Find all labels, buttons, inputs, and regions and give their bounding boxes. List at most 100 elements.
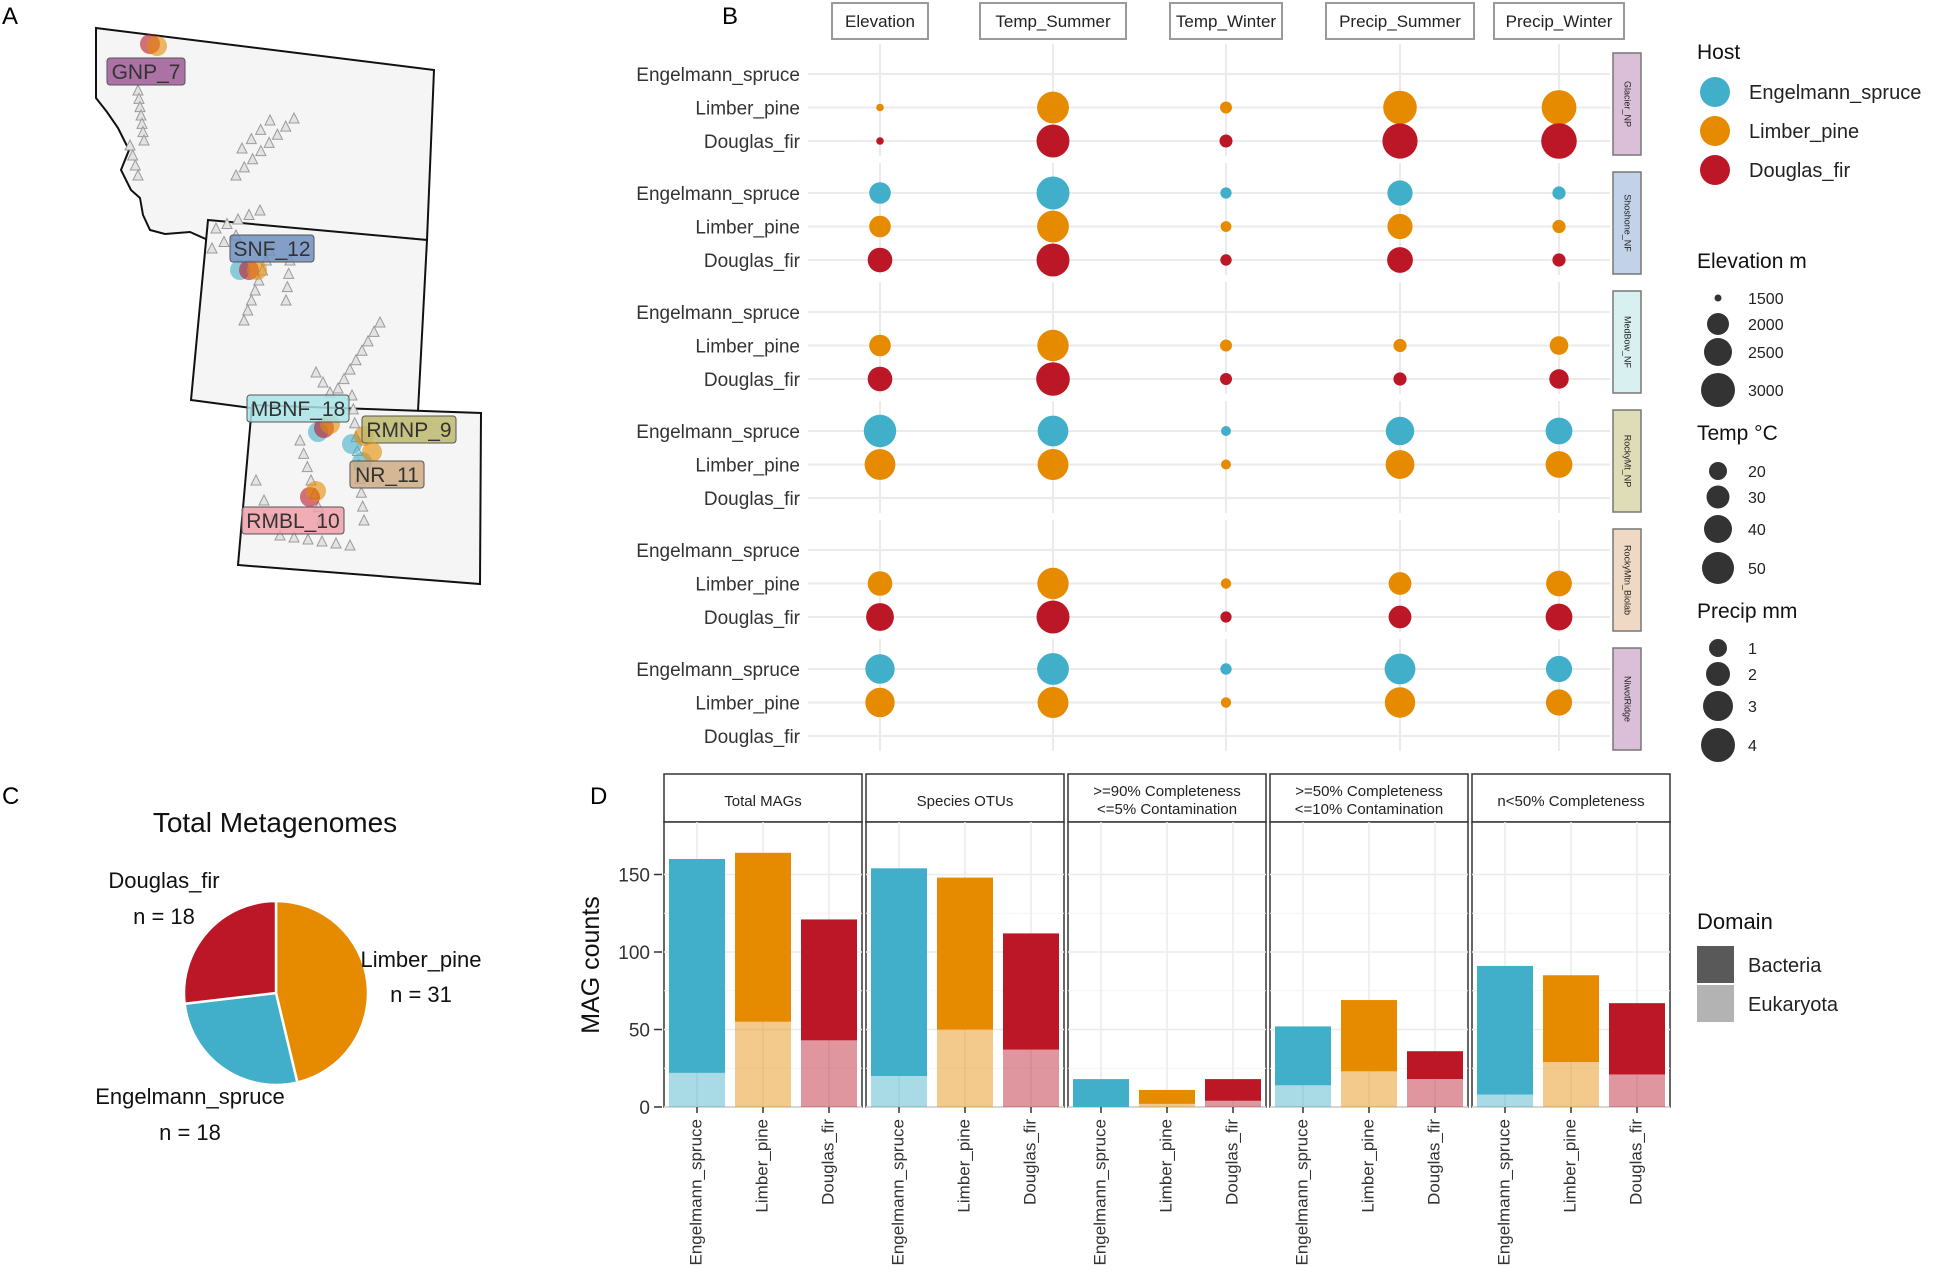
panel-letter-a: A [2, 3, 18, 30]
mountain-icon [264, 113, 276, 126]
dot-douglas-fir [1220, 373, 1232, 385]
mountain-icon [374, 315, 386, 328]
mountain-icon [344, 538, 356, 551]
site-strip [1612, 52, 1642, 156]
facet-strip [865, 773, 1065, 823]
dot-douglas-fir [1036, 362, 1070, 396]
legend-size-label: 50 [1748, 561, 1766, 578]
column-strip-label: Precip_Summer [1339, 12, 1461, 31]
dot-limber-pine [869, 334, 891, 357]
mountain-icon [124, 138, 136, 151]
dot-limber-pine [1387, 213, 1413, 240]
dot-limber-pine [1220, 221, 1232, 232]
site-label-box [241, 506, 345, 535]
mountain-icon [138, 133, 150, 146]
mountain-icon [274, 528, 286, 541]
dot-douglas-fir [1220, 611, 1232, 623]
site-label: NR_11 [355, 464, 419, 487]
mountain-icon [316, 534, 328, 547]
mountain-icon [238, 313, 250, 326]
legend-size-title: Elevation m [1697, 250, 1807, 273]
bar-bacteria-douglas-fir [1407, 1051, 1463, 1080]
x-tick-label: Engelmann_spruce [888, 1119, 907, 1265]
dot-limber-pine [1037, 329, 1069, 362]
dot-limber-pine [1220, 578, 1232, 589]
dot-engelmann-spruce [1545, 417, 1573, 445]
site-strip-label: RockyMt_NP [1623, 435, 1633, 488]
x-tick-label: Douglas_fir [1222, 1119, 1241, 1205]
legend-swatch-bacteria [1697, 946, 1734, 983]
bar-eukaryota-limber-pine [1341, 1071, 1397, 1107]
dot-limber-pine [1037, 449, 1069, 480]
dot-engelmann-spruce [1385, 416, 1415, 446]
site-strip [1612, 409, 1642, 513]
mountain-icon [253, 273, 265, 286]
mountain-icon [258, 493, 270, 506]
mountain-icon [206, 241, 218, 254]
row-label: Limber_pine [695, 694, 800, 715]
legend-key-limber-pine [1700, 116, 1730, 146]
row-label: Engelmann_spruce [636, 541, 800, 562]
mountain-icon [358, 513, 370, 526]
mountain-icon [347, 402, 360, 415]
dot-limber-pine [1037, 91, 1069, 124]
dot-limber-pine [1220, 697, 1232, 708]
dot-douglas-fir [867, 366, 893, 392]
dot-douglas-fir [1036, 124, 1070, 158]
legend-size-key [1701, 373, 1735, 407]
mountain-icon [279, 120, 292, 132]
panel-letter-d: D [590, 783, 607, 810]
site-label-box [106, 57, 186, 86]
bar-bacteria-douglas-fir [1205, 1079, 1261, 1101]
x-tick-label: Engelmann_spruce [1292, 1119, 1311, 1265]
x-tick-label: Douglas_fir [1424, 1119, 1443, 1205]
mountain-icon [246, 152, 259, 165]
bar-eukaryota-engelmann-spruce [871, 1076, 927, 1107]
column-strip-temp-winter [1169, 2, 1283, 40]
dot-limber-pine [1546, 570, 1572, 597]
site-label-box [361, 415, 457, 444]
legend-size-label: 20 [1748, 464, 1766, 481]
site-point-limber-pine [247, 260, 267, 280]
facet-strip-label: >=50% Completeness [1295, 783, 1443, 800]
mountain-icon [355, 486, 368, 498]
mountain-icon [132, 168, 144, 181]
mountain-icon [230, 168, 242, 181]
pie-label: Engelmann_spruce [95, 1084, 285, 1109]
facet-strip-label: n<50% Completeness [1497, 793, 1644, 810]
dot-engelmann-spruce [1552, 186, 1566, 200]
dot-douglas-fir [1382, 123, 1418, 159]
dot-engelmann-spruce [1384, 653, 1416, 685]
dot-engelmann-spruce [1221, 426, 1231, 436]
dot-limber-pine [1552, 219, 1566, 234]
site-strip-label: Shoshone_NF [1623, 194, 1633, 252]
bar-eukaryota-douglas-fir [801, 1040, 857, 1107]
mountain-icon [254, 203, 266, 216]
dot-limber-pine [1037, 210, 1069, 243]
x-tick-label: Douglas_fir [1020, 1119, 1039, 1205]
mountain-icon [210, 221, 222, 234]
mountain-icon [280, 293, 292, 306]
dot-limber-pine [1037, 567, 1069, 600]
dot-douglas-fir [876, 137, 884, 145]
legend-size-key [1702, 552, 1734, 584]
dot-douglas-fir [866, 603, 894, 631]
facet-strip-label: <=10% Contamination [1295, 801, 1443, 818]
legend-key-engelmann-spruce [1700, 77, 1730, 107]
legend-size-key [1706, 662, 1730, 686]
dot-engelmann-spruce [1220, 663, 1232, 675]
legend-size-label: 3 [1748, 699, 1757, 716]
legend-size-key [1704, 338, 1732, 366]
y-tick-label: 0 [639, 1098, 650, 1119]
legend-size-label: 2500 [1748, 345, 1784, 362]
pie-count-label: n = 18 [133, 904, 195, 929]
dot-douglas-fir [1219, 134, 1233, 148]
x-tick-label: Limber_pine [1358, 1119, 1377, 1213]
dot-limber-pine [1037, 687, 1069, 718]
panel-letter-c: C [2, 783, 19, 810]
bar-bacteria-limber-pine [1341, 1000, 1397, 1072]
site-strip [1612, 290, 1642, 394]
x-tick-label: Douglas_fir [818, 1119, 837, 1205]
mountain-icon [350, 353, 362, 366]
